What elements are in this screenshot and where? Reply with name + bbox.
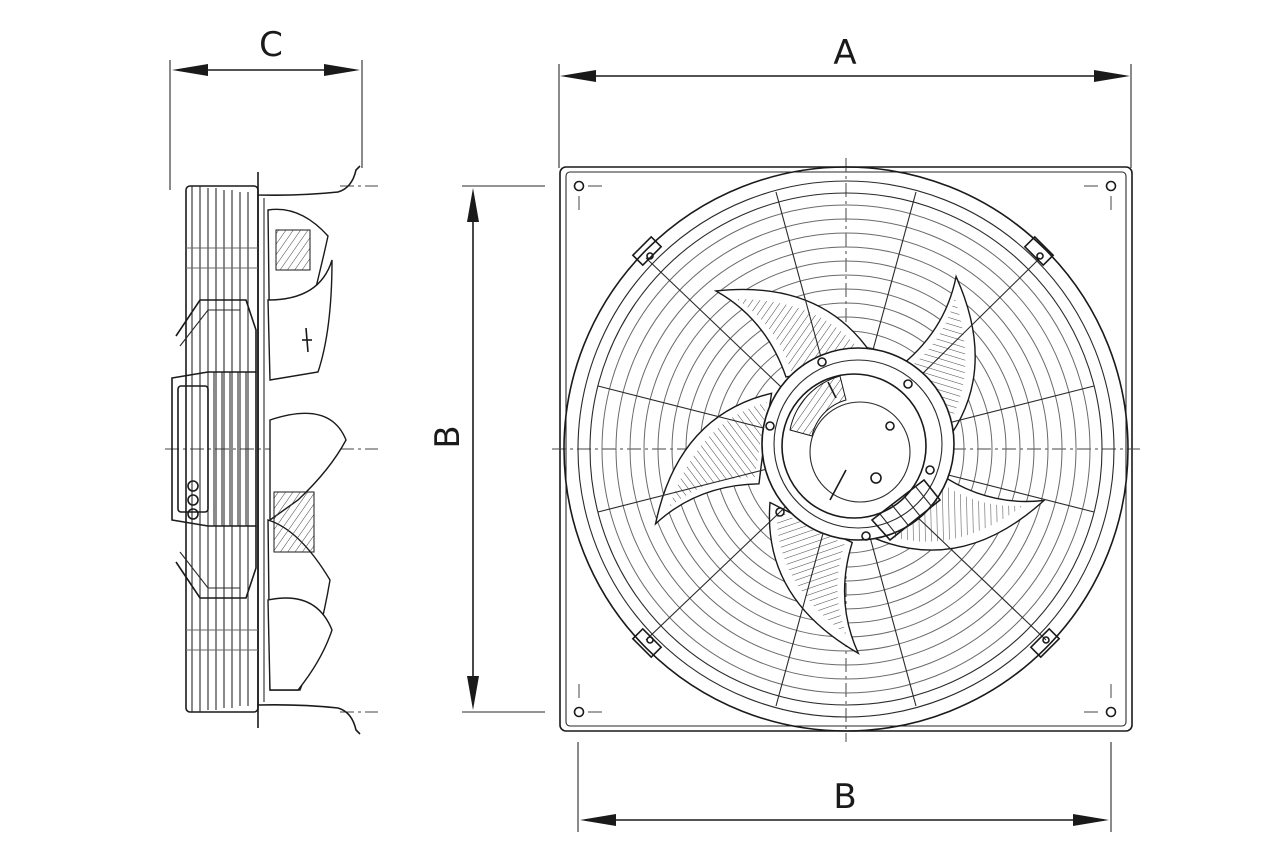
dimension-b-vertical-label: B [428, 425, 468, 448]
dimension-a: A [558, 33, 1132, 168]
dimension-a-label: A [833, 33, 856, 73]
dimension-b-horizontal-label: B [833, 777, 856, 817]
dimension-b-vertical: B [428, 185, 545, 713]
dimension-b-horizontal: B [577, 742, 1112, 832]
dimension-c: C [169, 25, 363, 190]
side-view [165, 165, 378, 735]
motor-hub [761, 347, 955, 542]
front-view [552, 158, 1140, 742]
dimension-c-label: C [259, 25, 283, 65]
